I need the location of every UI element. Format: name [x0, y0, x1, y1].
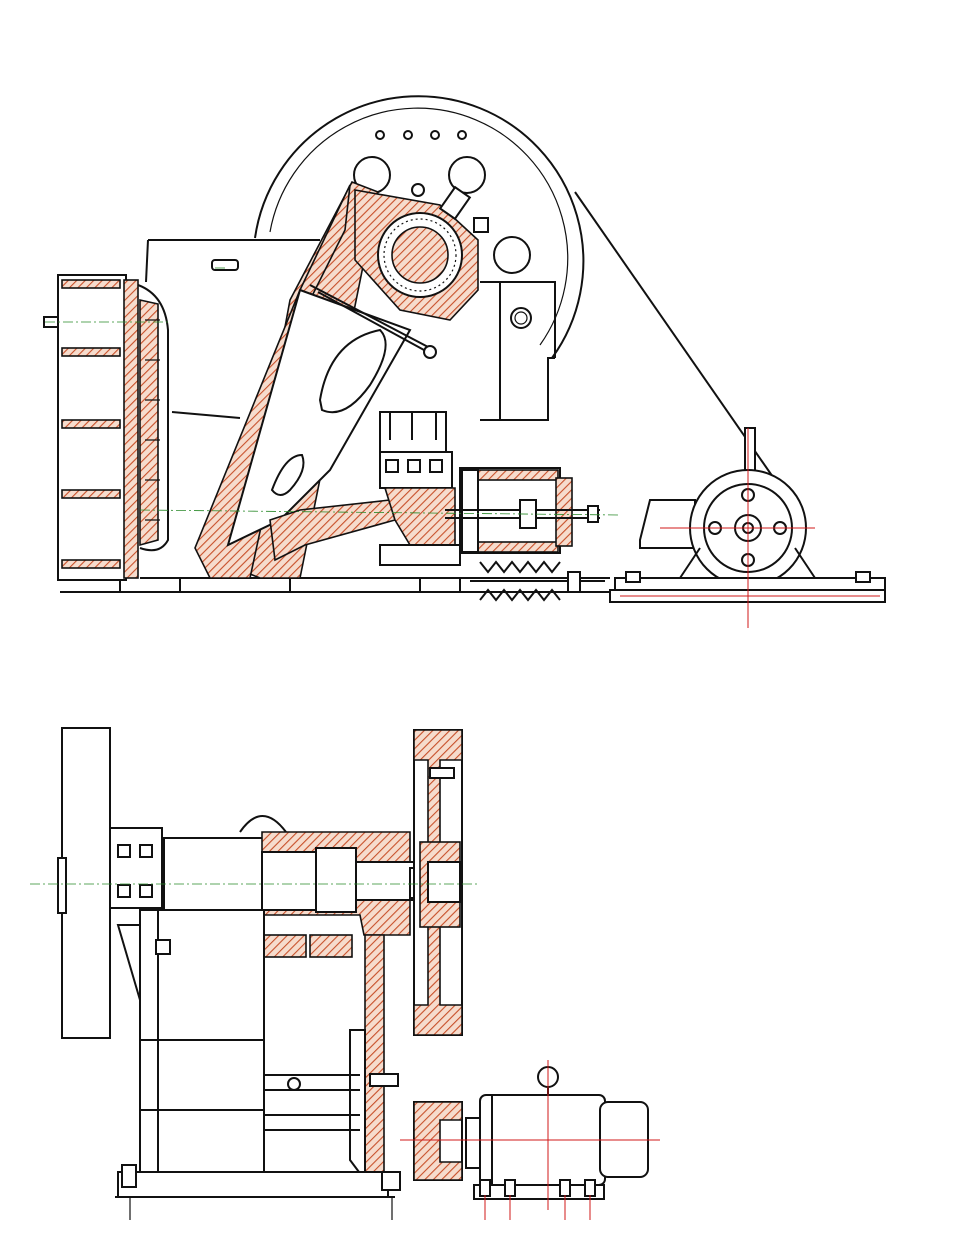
tension-spring	[470, 560, 605, 602]
tie-rod	[309, 284, 431, 349]
bolt-hole-1	[375, 130, 385, 140]
swing-jaw-body	[226, 288, 412, 547]
flywheel-window-right	[448, 156, 486, 194]
flywheel-eye	[411, 183, 425, 197]
toggle-block	[379, 411, 600, 566]
eccentric-shaft-left	[163, 837, 265, 911]
bolt-hole-3	[430, 130, 440, 140]
flywheel-large	[254, 95, 585, 359]
left-bearing-block	[109, 815, 287, 911]
drive-belt-line	[574, 191, 776, 481]
flywheel-left	[61, 727, 111, 1039]
frame-slot	[211, 259, 239, 271]
eccentric-bearing	[354, 185, 489, 321]
motor-base	[614, 577, 886, 591]
flywheel-window-lower	[493, 236, 531, 274]
top-section-view	[30, 727, 660, 1220]
bearing-inner	[391, 226, 449, 284]
right-pulley-section	[413, 729, 463, 1036]
swing-jaw-window	[318, 328, 387, 414]
bolt-hole-4	[457, 130, 467, 140]
swing-jaw	[194, 180, 437, 579]
fixed-jaw-plate-section	[123, 279, 139, 579]
motor-top-view	[413, 1066, 649, 1200]
frame-hole	[510, 307, 532, 329]
fixed-jaw-assembly	[43, 274, 169, 581]
bolt-hole-2	[403, 130, 413, 140]
top-view-frame	[115, 909, 401, 1198]
top-view-base	[117, 1171, 389, 1198]
side-section-view	[43, 95, 886, 628]
frame-side-wall	[364, 934, 385, 1196]
